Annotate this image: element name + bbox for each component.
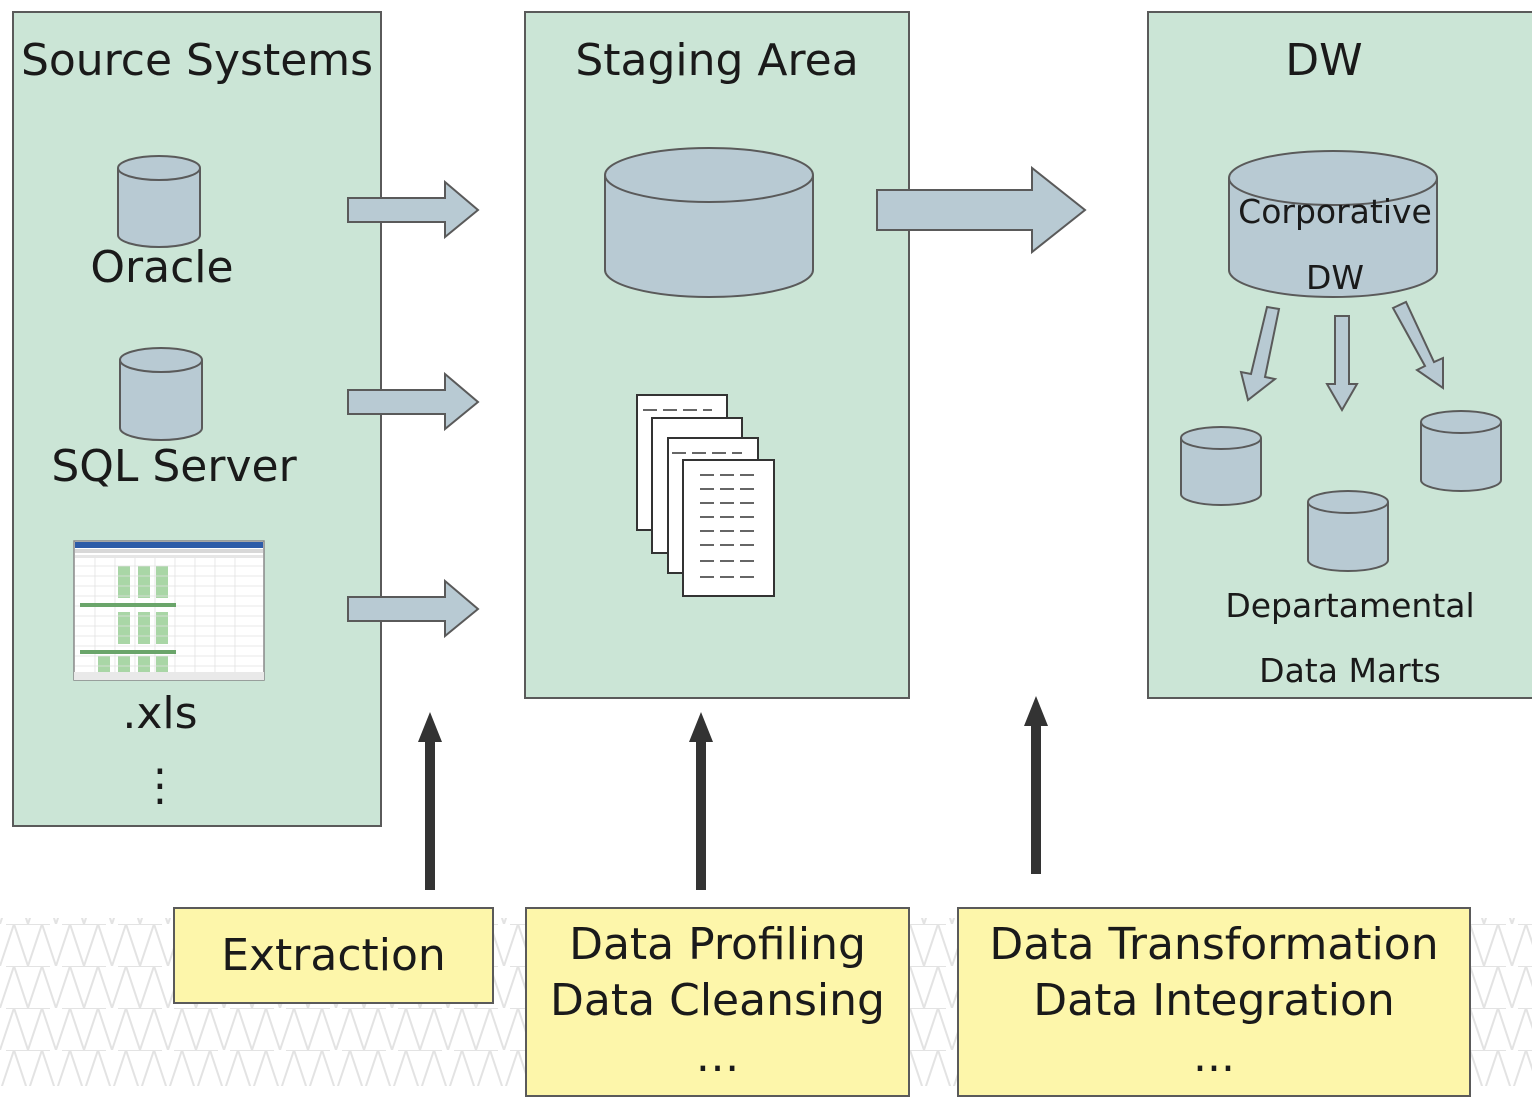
oracle-label: Oracle (90, 242, 234, 293)
extract-arrow-2 (347, 371, 480, 432)
dw-panel: DW (1147, 11, 1532, 699)
oracle-database-icon (117, 155, 201, 248)
source-systems-title: Source Systems (20, 35, 374, 86)
profiling-cleansing-note: Data Profiling Data Cleansing … (525, 907, 910, 1097)
corporative-dw-database-icon (1228, 150, 1438, 298)
profiling-note-line-2: Data Cleansing (550, 975, 885, 1026)
extraction-note-line-1: Extraction (221, 930, 446, 981)
staging-files-icon (636, 394, 775, 597)
transformation-up-arrow (1024, 696, 1048, 874)
corporative-dw-label-line2: DW (1305, 258, 1365, 297)
transformation-note-line-1: Data Transformation (989, 919, 1439, 970)
staging-database-icon (604, 147, 814, 298)
data-mart-center-icon (1307, 490, 1389, 572)
load-arrow (876, 165, 1087, 255)
data-mart-right-icon (1420, 410, 1502, 492)
transformation-integration-note: Data Transformation Data Integration ... (957, 907, 1471, 1097)
sql-server-label: SQL Server (51, 441, 297, 492)
transformation-note-line-3: ... (1193, 1031, 1235, 1082)
transformation-note-line-2: Data Integration (1033, 975, 1395, 1026)
data-mart-left-icon (1180, 426, 1262, 506)
dw-title: DW (1285, 35, 1363, 86)
xls-label: .xls (122, 688, 198, 739)
extract-arrow-3 (347, 578, 480, 639)
data-marts-label-line2: Data Marts (1259, 651, 1441, 690)
corporative-dw-label-line1: Corporative (1238, 192, 1432, 231)
extraction-note: Extraction (173, 907, 494, 1004)
data-marts-label-line1: Departamental (1225, 586, 1475, 625)
profiling-note-line-3: … (695, 1031, 740, 1082)
extract-arrow-1 (347, 179, 480, 240)
mart-arrow-center (1325, 315, 1359, 413)
sql-server-database-icon (119, 347, 203, 441)
mart-arrow-right (1391, 300, 1444, 390)
staging-area-title: Staging Area (575, 35, 859, 86)
spreadsheet-thumbnail-icon (73, 540, 265, 681)
more-sources-ellipsis: ⋮ (138, 760, 182, 811)
profiling-up-arrow (689, 712, 713, 890)
mart-arrow-left (1239, 305, 1281, 402)
profiling-note-line-1: Data Profiling (569, 919, 866, 970)
extraction-up-arrow (418, 712, 442, 890)
